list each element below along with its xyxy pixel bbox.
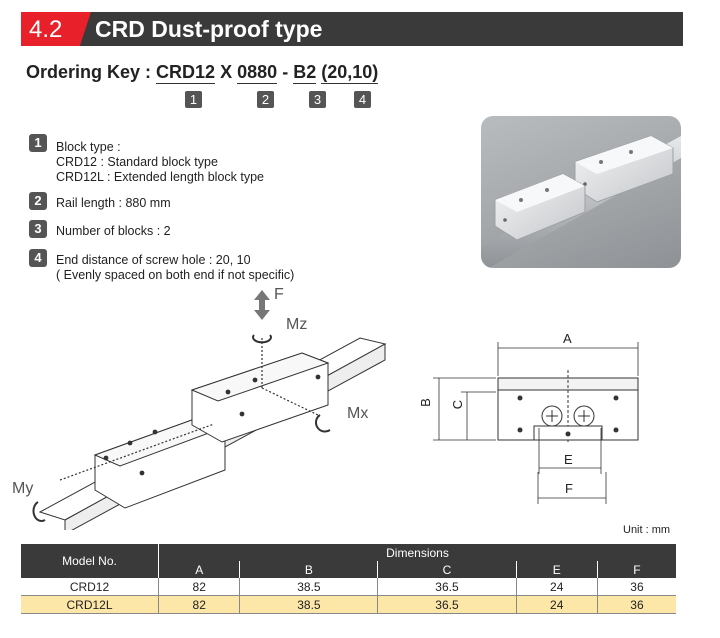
- cell-f: 36: [596, 578, 676, 596]
- label-f: F: [274, 286, 284, 303]
- header-model-no: Model No.: [21, 544, 159, 578]
- header-col-f: F: [596, 561, 676, 578]
- key-marker-4: 4: [354, 91, 371, 108]
- isometric-drawing: [32, 290, 387, 530]
- header-col-a: A: [157, 561, 240, 578]
- key-part-end-distance: (20,10): [321, 62, 379, 84]
- key-marker-2: 2: [257, 91, 274, 108]
- ordering-key-label: Ordering Key :: [26, 62, 152, 82]
- label-my: My: [12, 480, 34, 497]
- header-col-b: B: [239, 561, 378, 578]
- section-number: 4.2: [29, 16, 63, 43]
- dim-label-b: B: [417, 398, 433, 407]
- cell-a: 82: [157, 578, 240, 596]
- table-row: CRD12 82 38.5 36.5 24 36: [21, 578, 676, 596]
- header-dimensions: Dimensions: [158, 544, 676, 561]
- cell-c: 36.5: [377, 595, 517, 614]
- key-part-dash: -: [282, 62, 289, 82]
- table-row: CRD12L 82 38.5 36.5 24 36: [21, 595, 676, 614]
- key-part-length: 0880: [237, 62, 278, 84]
- spec-line: ( Evenly spaced on both end if not speci…: [56, 268, 295, 282]
- cell-model: CRD12: [21, 578, 159, 596]
- spec-rail-length: Rail length : 880 mm: [56, 196, 171, 210]
- spec-block-type: Block type : CRD12 : Standard block type…: [56, 140, 264, 185]
- spec-line: Block type :: [56, 140, 121, 154]
- spec-marker-2: 2: [29, 192, 47, 210]
- cell-b: 38.5: [239, 595, 378, 614]
- label-mz: Mz: [286, 316, 308, 333]
- cell-a: 82: [157, 595, 240, 614]
- key-part-model: CRD12: [156, 62, 216, 84]
- spec-block-count: Number of blocks : 2: [56, 224, 171, 238]
- spec-marker-4: 4: [29, 249, 47, 267]
- ordering-key: Ordering Key : CRD12 X 0880 - B2 (20,10): [26, 62, 379, 84]
- product-photo: [481, 116, 681, 268]
- spec-line: CRD12 : Standard block type: [56, 155, 218, 169]
- spec-line: End distance of screw hole : 20, 10: [56, 253, 251, 267]
- dim-label-e: E: [564, 452, 573, 467]
- cell-f: 36: [596, 595, 676, 614]
- section-title: CRD Dust-proof type: [95, 16, 323, 42]
- cell-b: 38.5: [239, 578, 378, 596]
- cell-e: 24: [515, 578, 598, 596]
- section-number-badge: 4.2: [21, 12, 91, 46]
- dim-label-c: C: [450, 399, 466, 410]
- spec-end-distance: End distance of screw hole : 20, 10 ( Ev…: [56, 253, 294, 283]
- key-part-x: X: [220, 62, 233, 82]
- dim-label-f: F: [565, 481, 573, 496]
- cross-section-drawing: [433, 342, 639, 504]
- header-col-e: E: [515, 561, 598, 578]
- key-part-blocks: B2: [293, 62, 317, 84]
- spec-marker-3: 3: [29, 220, 47, 238]
- key-marker-1: 1: [185, 91, 202, 108]
- label-mx: Mx: [347, 405, 369, 422]
- dim-label-a: A: [563, 331, 572, 346]
- cell-c: 36.5: [377, 578, 517, 596]
- unit-note: Unit : mm: [623, 524, 671, 536]
- section-header: 4.2 CRD Dust-proof type: [21, 12, 683, 46]
- key-marker-3: 3: [309, 91, 326, 108]
- spec-marker-1: 1: [29, 134, 47, 152]
- cell-model: CRD12L: [21, 595, 159, 614]
- dimensions-table: Model No. Dimensions A B C E F CRD12 82 …: [21, 544, 676, 614]
- spec-line: CRD12L : Extended length block type: [56, 170, 264, 184]
- cell-e: 24: [515, 595, 598, 614]
- header-col-c: C: [377, 561, 517, 578]
